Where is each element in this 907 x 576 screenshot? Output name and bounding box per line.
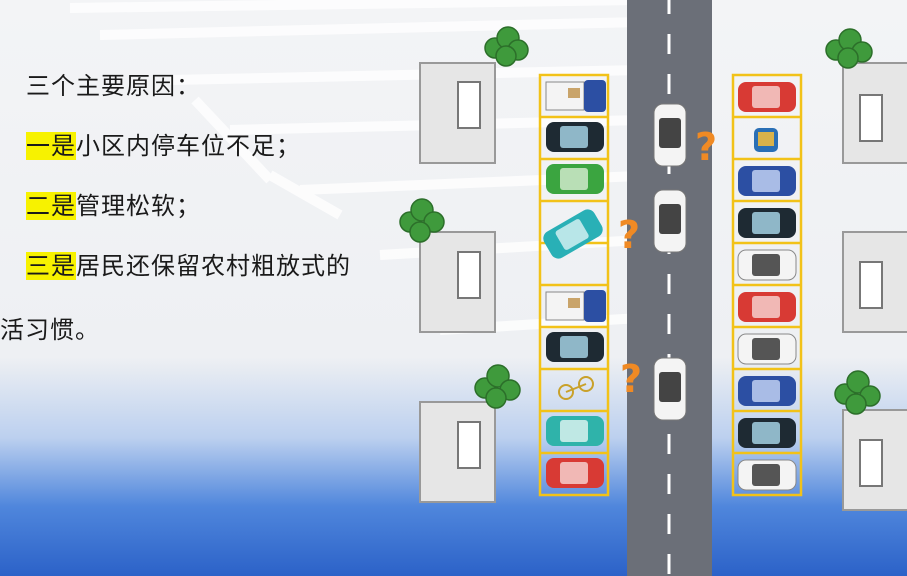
building-icon xyxy=(842,62,907,164)
building-icon xyxy=(842,409,907,511)
parking-slots-right xyxy=(731,73,803,497)
car-icon xyxy=(738,418,796,448)
tree-icon xyxy=(484,26,529,67)
car-icon xyxy=(738,82,796,112)
tree-icon xyxy=(474,364,521,409)
car-icon xyxy=(737,249,797,281)
truck-icon xyxy=(545,290,606,322)
car-icon xyxy=(546,122,604,152)
car-icon xyxy=(546,164,604,194)
car-icon xyxy=(738,208,796,238)
car-icon xyxy=(653,357,687,421)
reason-1-text: 小区内停车位不足； xyxy=(76,132,301,160)
reason-3: 三是居民还保留农村粗放式的 xyxy=(26,246,351,281)
motorbike-icon xyxy=(754,128,778,152)
tree-icon xyxy=(834,370,881,415)
tree-icon xyxy=(399,198,445,243)
building-icon xyxy=(419,62,496,164)
building-icon xyxy=(842,231,907,333)
truck-icon xyxy=(545,80,606,112)
lot-lines xyxy=(69,0,641,335)
heading: 三个主要原因： xyxy=(26,72,201,100)
reason-2: 二是管理松软； xyxy=(26,186,201,221)
car-icon xyxy=(737,333,797,365)
car-icon xyxy=(738,376,796,406)
tree-icon xyxy=(825,28,873,69)
car-icon xyxy=(546,332,604,362)
car-icon xyxy=(738,166,796,196)
reason-3-continued: 活习惯。 xyxy=(0,316,100,344)
car-icon xyxy=(653,103,687,167)
reason-3-prefix: 三是 xyxy=(26,252,76,280)
building-icon xyxy=(419,231,496,333)
reason-2-prefix: 二是 xyxy=(26,192,76,220)
question-mark-icon: ? xyxy=(695,125,717,169)
car-icon xyxy=(546,416,604,446)
car-icon xyxy=(653,189,687,253)
car-icon xyxy=(546,458,604,488)
car-icon xyxy=(737,459,797,491)
car-icon xyxy=(738,292,796,322)
reason-2-text: 管理松软； xyxy=(76,192,201,220)
reason-1-prefix: 一是 xyxy=(26,132,76,160)
reason-1: 一是小区内停车位不足； xyxy=(26,126,301,161)
building-icon xyxy=(419,401,496,503)
question-mark-icon: ? xyxy=(618,213,640,257)
reason-3-text: 居民还保留农村粗放式的 xyxy=(76,252,351,280)
car-icon xyxy=(543,209,603,259)
question-mark-icon: ? xyxy=(620,357,642,401)
bicycle-icon xyxy=(558,376,594,400)
